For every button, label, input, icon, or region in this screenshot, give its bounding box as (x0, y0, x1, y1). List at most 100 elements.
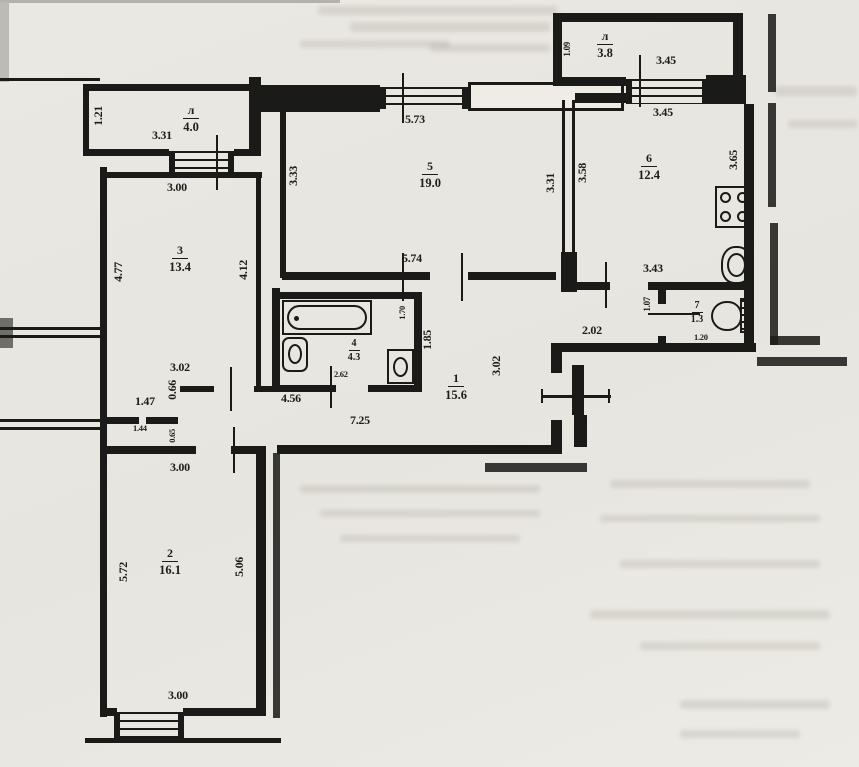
dim-room5-right: 3.31 (543, 173, 557, 193)
room-label-1: 1 15.6 (434, 370, 478, 402)
dim-room2-right: 5.06 (232, 557, 246, 577)
toilet-icon (711, 301, 742, 331)
partition-line (572, 100, 575, 254)
room-number: л (596, 30, 614, 45)
dim-room6-right: 3.65 (726, 150, 740, 170)
dim-room6-window: 3.45 (653, 105, 673, 119)
room-label-2: 2 16.1 (146, 545, 194, 577)
corridor-wall-line (273, 453, 280, 718)
neighbor-wall-line (0, 419, 100, 422)
dim-vestibule-h2: 0.65 (167, 429, 177, 443)
room-label-4: 4 4.3 (340, 334, 368, 363)
door-tick (605, 262, 607, 308)
dim-tick (402, 253, 404, 301)
wall (234, 149, 258, 156)
wall (574, 415, 587, 447)
dim-vestibule-h1: 0.66 (165, 380, 179, 400)
room-number: л (182, 104, 200, 119)
wall (562, 282, 610, 290)
wall (146, 417, 178, 424)
door-tick (461, 253, 463, 301)
dim-tick (216, 135, 218, 190)
room-area: 16.1 (159, 563, 181, 577)
wall (272, 288, 280, 392)
scan-edge-left (0, 2, 9, 82)
wall (658, 290, 666, 304)
dim-room3-right: 4.12 (236, 260, 250, 280)
room-label-7: 7 1.3 (684, 296, 710, 325)
wall (256, 446, 266, 716)
wall (276, 292, 422, 299)
wall (254, 386, 280, 392)
dim-balcony-left-width: 3.31 (152, 128, 172, 142)
room-number: 4 (348, 339, 360, 351)
outer-line (85, 738, 281, 743)
wall (368, 385, 422, 392)
door-tick (230, 367, 232, 411)
dim-wc-door: 1.20 (694, 332, 708, 342)
bleed-smudge (318, 6, 558, 15)
room-area: 4.3 (347, 352, 361, 363)
wall (83, 149, 169, 156)
dim-wc-width: 1.07 (642, 297, 652, 312)
wall (100, 708, 117, 716)
room-area: 15.6 (445, 388, 467, 402)
bleed-smudge (775, 86, 857, 96)
room-number: 7 (691, 301, 703, 313)
dim-room3-bottom: 3.02 (170, 360, 190, 374)
external-wall-segment (770, 336, 820, 345)
room-number: 6 (641, 152, 657, 167)
room-number: 1 (448, 372, 464, 387)
dim-corridor-top: 4.56 (281, 391, 301, 405)
dim-room5-top: 5.73 (405, 112, 425, 126)
room-label-5: 5 19.0 (405, 158, 455, 190)
room-area: 13.4 (169, 260, 191, 274)
wall (83, 84, 257, 91)
bleed-smudge (430, 44, 550, 52)
toilet-icon (387, 349, 414, 384)
window (380, 87, 468, 109)
neighbor-wall-line (0, 335, 100, 338)
external-wall-segment (768, 103, 776, 207)
dim-tick (402, 73, 404, 123)
wall (648, 282, 748, 290)
wall (733, 13, 743, 79)
room-area: 3.8 (597, 46, 613, 60)
room-number: 3 (172, 244, 188, 259)
wall (277, 445, 562, 454)
wc-dim-line (648, 313, 700, 315)
dim-bath-right: 1.85 (420, 330, 434, 350)
external-wall-segment (768, 14, 776, 92)
wall (551, 343, 562, 373)
wall (100, 417, 139, 424)
room-label-balcony-left: л 4.0 (176, 102, 206, 134)
stair-landing-line (485, 463, 587, 472)
room-area: 1.3 (690, 314, 704, 325)
dim-balcony-right-width: 3.45 (656, 53, 676, 67)
dim-room2-top: 3.00 (170, 460, 190, 474)
dim-tick (608, 389, 610, 403)
dim-balcony-right-depth: 1.09 (562, 42, 572, 57)
dim-room2-left: 5.72 (116, 562, 130, 582)
bleed-smudge (350, 22, 550, 32)
wall (100, 167, 107, 717)
bleed-smudge (340, 535, 520, 542)
bleed-smudge (620, 560, 820, 568)
door-tick (233, 427, 235, 473)
dim-vestibule-width: 1.47 (135, 394, 155, 408)
dim-corridor-length: 7.25 (350, 413, 370, 427)
bleed-smudge (300, 485, 540, 493)
wall (100, 172, 262, 178)
wall (256, 172, 261, 392)
dim-room6-bottom: 3.43 (643, 261, 663, 275)
dim-room5-bottom: 5.74 (402, 251, 422, 265)
bleed-smudge (788, 120, 858, 128)
bleed-smudge (680, 700, 830, 709)
external-wall-segment (770, 223, 778, 345)
dim-bath-inner: 1.70 (397, 306, 407, 320)
kitchen-sink-icon (721, 246, 752, 284)
dim-balcony-left-depth: 1.21 (91, 106, 105, 126)
wall (553, 343, 756, 352)
external-line (757, 357, 847, 366)
scan-blot-left (0, 318, 13, 348)
